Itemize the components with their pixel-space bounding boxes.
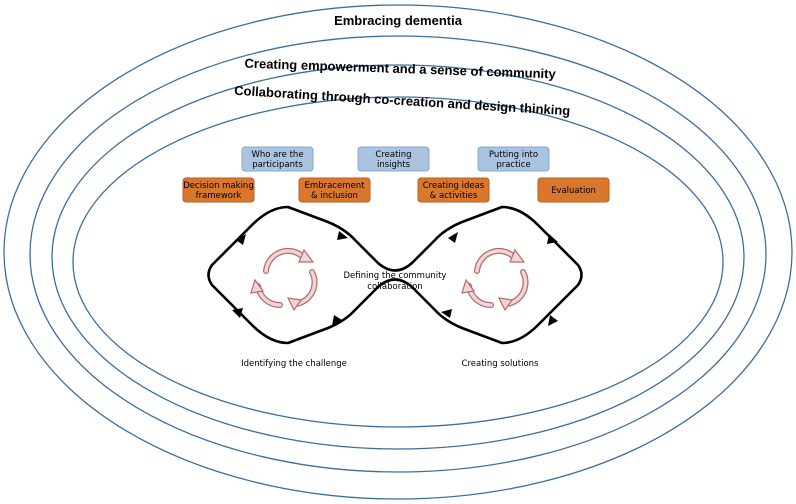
box-creating-insights: Creating insights — [357, 146, 430, 172]
flow-arrow-center-up — [448, 232, 458, 243]
box-embracement-inclusion: Embracement & inclusion — [298, 177, 371, 203]
box-who-line1: Who are the — [251, 150, 303, 160]
box-embracement-line2: & inclusion — [311, 191, 358, 201]
flow-arrow-center-down — [332, 315, 342, 326]
flow-label-identifying-challenge: Identifying the challenge — [241, 359, 347, 369]
flow-arrow-top-left — [337, 231, 348, 240]
box-practice-line1: Putting into — [489, 150, 538, 160]
flow-arrow-left-up — [236, 234, 246, 245]
box-who-line2: participants — [252, 160, 303, 170]
box-ideas-line1: Creating ideas — [423, 181, 485, 191]
box-evaluation-label: Evaluation — [551, 186, 596, 196]
ring-label-collaborating: Collaborating through co-creation and de… — [234, 83, 571, 119]
flow-label-center-line1: Defining the community — [344, 271, 447, 281]
outer-ring — [3, 4, 793, 500]
box-ideas-line2: & activities — [430, 191, 478, 201]
inner-ring — [72, 96, 724, 428]
box-decision-making: Decision making framework — [182, 177, 255, 203]
ring-label-embracing-dementia: Embracing dementia — [334, 13, 463, 28]
box-decision-line2: framework — [196, 191, 242, 201]
second-ring — [29, 35, 767, 473]
ring-label-empowerment: Creating empowerment and a sense of comm… — [244, 56, 556, 82]
box-insights-line2: insights — [377, 160, 411, 170]
box-embracement-line1: Embracement — [305, 181, 366, 191]
flow-arrow-right-down — [548, 315, 558, 326]
box-practice-line2: practice — [496, 160, 530, 170]
box-evaluation: Evaluation — [537, 177, 610, 203]
box-insights-line1: Creating — [375, 150, 411, 160]
flow-arrow-left-down — [232, 308, 243, 318]
box-creating-ideas: Creating ideas & activities — [417, 177, 490, 203]
right-cycle-icon — [461, 247, 529, 312]
flow-label-center-line2: collaboration — [367, 282, 422, 292]
double-diamond-path — [207, 205, 583, 345]
flow-arrow-bottom-right — [441, 309, 452, 318]
third-ring — [51, 64, 745, 450]
left-cycle-icon — [250, 247, 318, 312]
flow-label-creating-solutions: Creating solutions — [462, 359, 540, 369]
box-decision-line1: Decision making — [183, 181, 253, 191]
flow-arrow-top-right — [547, 234, 558, 244]
box-who-are-participants: Who are the participants — [241, 146, 314, 172]
box-putting-into-practice: Putting into practice — [477, 146, 550, 172]
